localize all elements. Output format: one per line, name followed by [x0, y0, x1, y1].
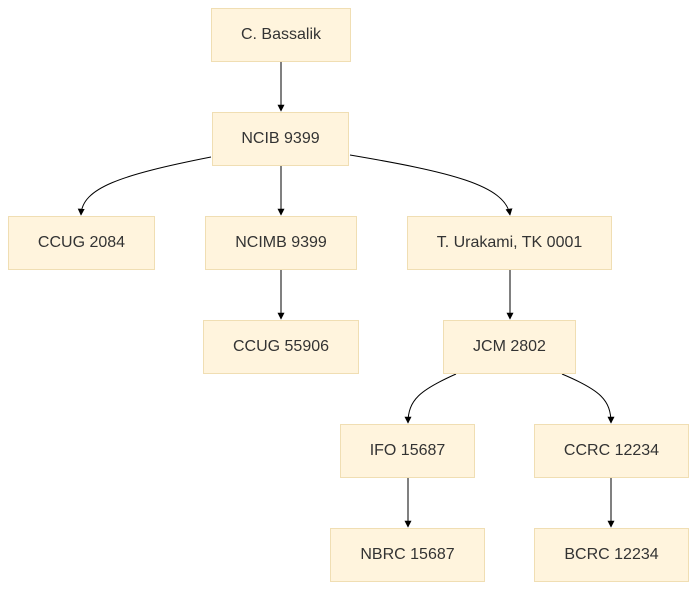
- node-nbrc-15687: NBRC 15687: [330, 528, 485, 582]
- node-ccug-55906: CCUG 55906: [203, 320, 359, 374]
- edge-n2-n5: [349, 154, 513, 216]
- edge-n7-n8: [404, 373, 457, 424]
- node-ncib-9399: NCIB 9399: [212, 112, 349, 166]
- node-label: BCRC 12234: [564, 546, 659, 563]
- edge-n2-n3: [77, 156, 212, 216]
- node-bcrc-12234: BCRC 12234: [534, 528, 689, 582]
- node-label: CCRC 12234: [563, 442, 660, 459]
- node-label: NCIMB 9399: [235, 234, 327, 251]
- node-label: JCM 2802: [473, 338, 546, 355]
- node-ifo-15687: IFO 15687: [340, 424, 475, 478]
- node-t-urakami-tk-0001: T. Urakami, TK 0001: [407, 216, 612, 270]
- node-label: CCUG 55906: [232, 338, 330, 355]
- node-label: C. Bassalik: [240, 26, 322, 43]
- node-ncimb-9399: NCIMB 9399: [205, 216, 357, 270]
- node-label: IFO 15687: [369, 442, 446, 459]
- edge-n7-n9: [561, 373, 615, 424]
- node-ccug-2084: CCUG 2084: [8, 216, 155, 270]
- node-ccrc-12234: CCRC 12234: [534, 424, 689, 478]
- node-label: T. Urakami, TK 0001: [436, 234, 583, 251]
- node-jcm-2802: JCM 2802: [443, 320, 576, 374]
- node-label: CCUG 2084: [37, 234, 126, 251]
- node-c-bassalik: C. Bassalik: [211, 8, 351, 62]
- node-label: NBRC 15687: [360, 546, 455, 563]
- node-label: NCIB 9399: [241, 130, 320, 147]
